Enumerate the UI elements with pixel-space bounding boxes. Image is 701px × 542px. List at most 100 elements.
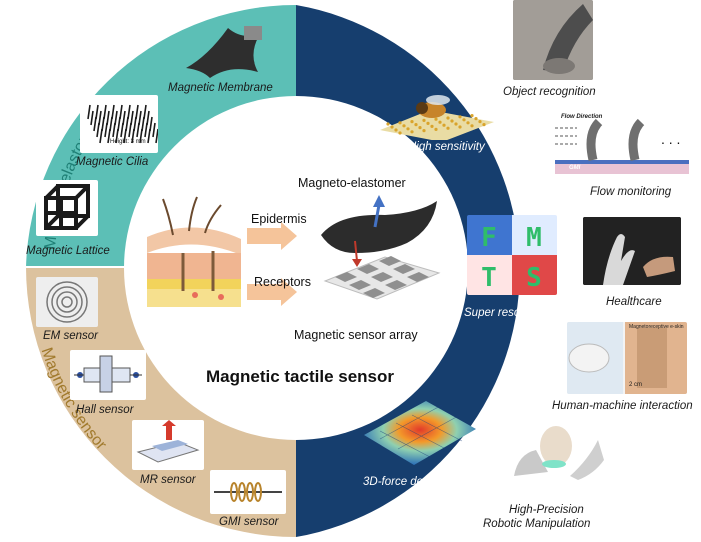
cilia-pillar [93, 116, 97, 132]
cilia-pillar [123, 128, 127, 144]
cilia-pillar [114, 110, 118, 126]
sensor-dot [462, 118, 466, 122]
sensor-dot [386, 122, 390, 126]
cilia-pillar [101, 116, 105, 132]
arrows-graphic [247, 222, 297, 306]
svg-text:. . .: . . . [661, 131, 680, 147]
cilia-pillar [127, 104, 131, 120]
hall-sensor-label: Hall sensor [76, 404, 134, 416]
sensor-cell [407, 272, 429, 282]
sensor-dot [390, 125, 394, 129]
3d-force-label: 3D-force detection [363, 476, 457, 488]
sensor-dot [394, 128, 398, 132]
em-sensor-image [36, 277, 98, 327]
hmi-label: Human-machine interaction [552, 400, 693, 412]
hmi-image: Magnetoreceptive e-skin 2 cm [567, 322, 687, 394]
scale-label: 2 cm [629, 382, 643, 388]
cilia-pillar [130, 110, 134, 126]
flow-direction-label: Flow Direction [561, 114, 603, 120]
cilia-pillar [155, 128, 158, 144]
sensor-cell [363, 288, 385, 298]
sensor-dot [482, 123, 486, 127]
sensor-dot [402, 124, 406, 128]
object-recognition-label: Object recognition [503, 86, 596, 98]
sensor-dot [410, 130, 414, 134]
sensor-dot [398, 121, 402, 125]
eskin-label: Magnetoreceptive e-skin [629, 324, 684, 330]
robotic-manipulation-image [508, 420, 604, 480]
cilia-pillar [143, 104, 147, 120]
cilia-pillar [141, 116, 145, 132]
sensor-dot [430, 124, 434, 128]
letter-t: T [481, 263, 497, 293]
sensor-array-text: Magnetic sensor array [294, 328, 418, 342]
flow-monitoring-image: . . . Flow Direction GMI [555, 110, 695, 176]
magnetic-membrane-label: Magnetic Membrane [168, 82, 273, 94]
cilia-pillar [152, 122, 156, 138]
sensor-stack-graphic [321, 195, 441, 300]
cilia-pillar [147, 128, 151, 144]
healthcare-label: Healthcare [606, 296, 662, 308]
cilia-pillar [104, 122, 108, 138]
sensor-dot [442, 123, 446, 127]
sensor-dot [454, 122, 458, 126]
cilia-pillar [146, 110, 150, 126]
sensor-dot [446, 116, 450, 120]
cilia-pillar [135, 104, 139, 120]
sensor-dot [458, 115, 462, 119]
sensor-dot [422, 129, 426, 133]
gmi-label: GMI [569, 165, 581, 171]
cilia-pillar [139, 128, 143, 144]
sensor-dot [446, 126, 450, 130]
cilia-pillar [96, 122, 100, 138]
receptors-text: Receptors [254, 275, 311, 289]
high-sensitivity-image [370, 80, 500, 140]
cilia-pillar [106, 110, 110, 126]
sensor-dot [418, 126, 422, 130]
object-recognition-image [513, 0, 593, 80]
cilia-pillar [115, 128, 119, 144]
sensor-dot [470, 124, 474, 128]
cilia-pillar [103, 104, 107, 120]
magneto-elastomer-text: Magneto-elastomer [298, 176, 406, 190]
letter-s: S [526, 263, 542, 293]
mr-sensor-label: MR sensor [140, 474, 196, 486]
cilia-pillar [98, 110, 102, 126]
center-title: Magnetic tactile sensor [205, 367, 394, 386]
sensor-cell [335, 272, 357, 282]
cilia-pillar [133, 116, 137, 132]
super-resolution-image: F M T S [467, 215, 557, 295]
sensor-cell [393, 264, 415, 274]
magnetic-membrane-image [180, 20, 266, 80]
cilia-height-label: Height: 3 mm [110, 139, 146, 145]
cilia-pillar [112, 122, 116, 138]
em-sensor-label: EM sensor [43, 330, 98, 342]
sensor-dot [434, 117, 438, 121]
cilia-pillar [128, 122, 132, 138]
high-precision-label: High-Precision [509, 504, 584, 516]
sensor-dot [406, 127, 410, 131]
sensor-cell [385, 280, 407, 290]
cilia-pillar [131, 128, 135, 144]
cilia-pillar [107, 128, 111, 144]
skin-cross-section-image [143, 195, 245, 310]
healthcare-image [583, 217, 681, 285]
letter-f: F [481, 223, 497, 253]
cilia-pillar [95, 104, 99, 120]
hall-sensor-image [70, 350, 146, 400]
cilia-pillar [117, 116, 121, 132]
magnetic-cilia-label: Magnetic Cilia [76, 156, 149, 168]
sensor-dot [414, 123, 418, 127]
cilia-pillar [120, 122, 124, 138]
epidermis-arrow [247, 222, 297, 250]
cilia-pillar [109, 116, 113, 132]
cilia-pillar [90, 110, 94, 126]
magnetic-lattice-label: Magnetic Lattice [26, 245, 110, 257]
cilia-pillar [149, 116, 153, 132]
sensor-dot [478, 120, 482, 124]
cilia-pillar [99, 128, 103, 144]
sensor-dot [458, 125, 462, 129]
sensor-dot [466, 121, 470, 125]
cilia-pillar [144, 122, 148, 138]
